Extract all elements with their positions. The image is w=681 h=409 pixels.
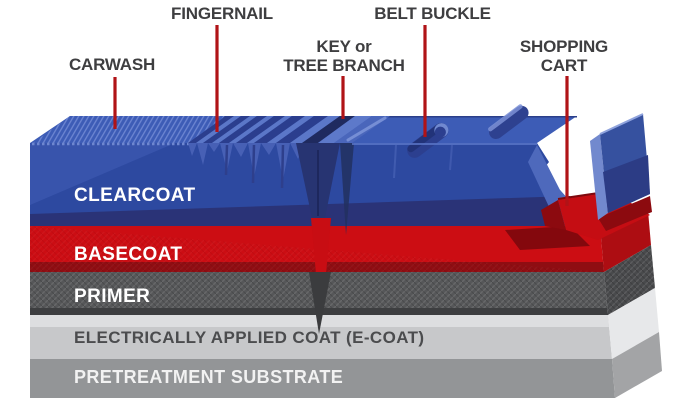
- callout-carwash-text: CARWASH: [68, 55, 156, 74]
- callout-key-text-line1: KEY or: [316, 37, 372, 56]
- callout-shopping-cart-line1: SHOPPING: [519, 37, 609, 56]
- flap-lower-shade: [603, 155, 650, 213]
- groove-highlight: [488, 104, 523, 132]
- callout-key-or-tree-branch: KEY or TREE BRANCH: [264, 37, 424, 75]
- fingernail-ridge: [212, 116, 257, 143]
- key-exposed-basecoat: [311, 218, 331, 274]
- belt-buckle-scratch: [352, 104, 537, 179]
- callout-fingernail-text: FINGERNAIL: [171, 4, 273, 23]
- layer-label-basecoat: BASECOAT: [74, 244, 183, 265]
- callout-key-text-line2: TREE BRANCH: [283, 56, 405, 75]
- flap-under-shadow: [598, 196, 652, 231]
- pretreatment-front-face: [30, 359, 615, 398]
- layer-pretreatment: [30, 332, 662, 398]
- callout-belt-buckle-text: BELT BUCKLE: [374, 4, 491, 23]
- callout-shopping-cart: SHOPPING CART: [494, 37, 634, 75]
- callout-carwash: CARWASH: [42, 55, 182, 74]
- faint-drip: [449, 144, 453, 171]
- layer-label-pretreatment: PRETREATMENT SUBSTRATE: [74, 367, 344, 387]
- drip-streak: [280, 144, 285, 189]
- key-notch-left-slope: [302, 116, 355, 143]
- belt-buckle-groove-secondary: [488, 104, 529, 140]
- flap-top-highlight: [599, 113, 644, 135]
- fingernail-ridge: [267, 116, 314, 143]
- gouge-left-shadow: [541, 200, 566, 230]
- callout-fingernail: FINGERNAIL: [152, 4, 292, 23]
- shopping-cart-gouge: [505, 113, 652, 250]
- pretreatment-side-face: [612, 332, 662, 398]
- gouge-shadow-on-basecoat: [505, 226, 590, 250]
- layer-label-ecoat: ELECTRICALLY APPLIED COAT (E-COAT): [74, 328, 425, 347]
- key-secondary-wedge: [340, 143, 354, 235]
- fingernail-ridge: [229, 116, 274, 143]
- faint-drip: [393, 144, 397, 179]
- key-scratch: [296, 116, 390, 334]
- carwash-striations: [33, 116, 225, 143]
- groove-body: [489, 105, 529, 140]
- gouge-cut-face: [528, 145, 592, 226]
- layer-label-primer: PRIMER: [74, 286, 151, 307]
- fingernail-ridge: [290, 116, 340, 143]
- drip-streak: [224, 144, 229, 176]
- fingernail-groove: [203, 116, 250, 143]
- fingernail-groove: [276, 116, 328, 143]
- callout-lines: [113, 25, 569, 206]
- fingernail-groove: [188, 116, 234, 143]
- fingernail-ridge: [247, 116, 292, 143]
- groove-end-core: [434, 126, 446, 138]
- callout-shopping-cart-line2: CART: [540, 56, 588, 75]
- fingernail-groove: [254, 116, 305, 143]
- key-notch-right-slope: [318, 116, 372, 143]
- layer-label-clearcoat: CLEARCOAT: [74, 185, 196, 206]
- key-notch-lip-highlight: [346, 116, 387, 142]
- flap-left-bevel: [590, 134, 608, 220]
- fingernail-groove: [236, 116, 285, 143]
- drip-streak: [251, 144, 256, 184]
- key-primer-spike: [309, 272, 331, 334]
- clearcoat-left-light-wedge: [30, 143, 175, 205]
- primer-side-texture: [604, 245, 655, 315]
- ecoat-side-face: [608, 288, 659, 359]
- callout-belt-buckle: BELT BUCKLE: [360, 4, 505, 23]
- fingernail-groove: [219, 116, 267, 143]
- carwash-damage-area: [32, 116, 225, 146]
